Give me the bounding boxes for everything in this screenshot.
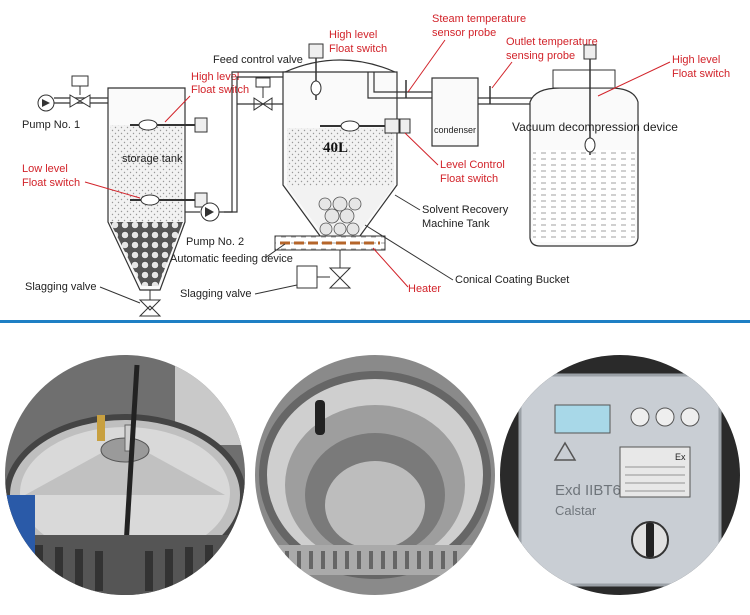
capacity-label: 40L [323, 140, 348, 156]
control-box-brand-text: Calstar [555, 503, 597, 518]
pump-no1 [37, 75, 108, 112]
feed-control-valve-label: Feed control valve [213, 54, 303, 66]
high-level-float-right-label-2: Float switch [672, 68, 730, 80]
solvent-recovery-tank-label-1: Solvent Recovery [422, 204, 509, 216]
slagging-valve-center-label: Slagging valve [180, 288, 252, 300]
control-box-exd-text: Exd IIBT6 [555, 482, 621, 499]
conical-coating-bucket-label: Conical Coating Bucket [455, 274, 569, 286]
steam-temp-probe-label-1: Steam temperature [432, 13, 526, 25]
high-level-float-right-label-1: High level [672, 54, 720, 66]
photo-tank-lid [5, 355, 245, 595]
float-switch-low [130, 192, 208, 208]
slagging-valve-left [99, 286, 162, 317]
pump-no2 [185, 71, 290, 222]
control-box-ex-text: Ex [675, 452, 686, 462]
photo-tank-interior [255, 355, 495, 595]
high-level-float-center-label-2: Float switch [329, 43, 387, 55]
pump-no2-label: Pump No. 2 [186, 236, 244, 248]
high-level-float-center-label-1: High level [329, 29, 377, 41]
steam-temp-probe-label-2: sensor probe [432, 27, 496, 39]
heater-label: Heater [408, 283, 441, 295]
slagging-valve-left-label: Slagging valve [25, 281, 97, 293]
level-control-float-label-1: Level Control [440, 159, 505, 171]
vacuum-decompression-label: Vacuum decompression device [512, 120, 678, 134]
solvent-recovery-tank: 40L [274, 59, 398, 289]
process-flow-diagram: storage tank Pump No. 1 High level Float… [22, 13, 730, 317]
condenser: condenser [431, 77, 479, 147]
photo-control-box: Exd IIBT6 Calstar Ex [500, 355, 740, 595]
low-level-float-label-1: Low level [22, 163, 68, 175]
level-control-float-label-2: Float switch [440, 173, 498, 185]
pump-no1-label: Pump No. 1 [22, 119, 80, 131]
low-level-float-label-2: Float switch [22, 177, 80, 189]
section-divider [0, 320, 750, 323]
storage-tank: storage tank [107, 87, 186, 291]
storage-tank-label: storage tank [122, 153, 183, 165]
feed-control-valve [237, 77, 290, 111]
high-level-float-left-label-1: High level [191, 71, 239, 83]
outlet-temp-probe-label-1: Outlet temperature [506, 36, 598, 48]
automatic-feeding-device-label: Automatic feeding device [170, 253, 293, 265]
condenser-label: condenser [434, 125, 476, 135]
float-switch-high-center [308, 43, 324, 100]
high-level-float-left-label-2: Float switch [191, 84, 249, 96]
float-switch-high-left [130, 117, 208, 133]
solvent-recovery-tank-label-2: Machine Tank [422, 218, 490, 230]
vacuum-decompression-device: Vacuum decompression device [512, 44, 678, 247]
outlet-temp-probe-label-2: sensing probe [506, 50, 575, 62]
level-control-float-switch [320, 118, 411, 134]
vapour-pipe [367, 72, 432, 99]
